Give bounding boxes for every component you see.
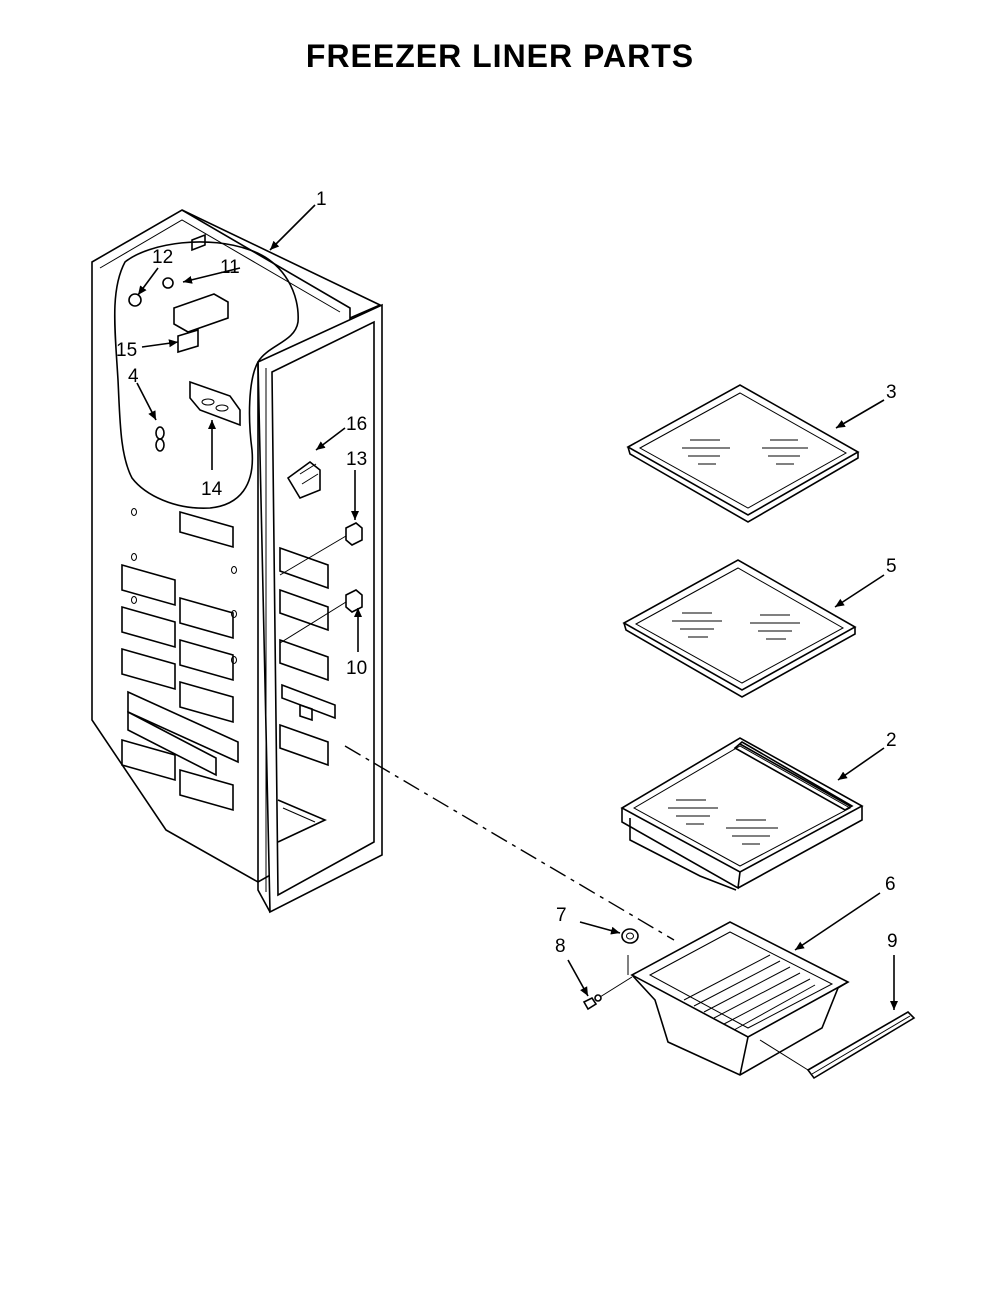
callout-16: 16 [346,414,367,435]
callout-3: 3 [886,382,897,403]
page-title: FREEZER LINER PARTS [305,38,695,74]
roller-7 [621,928,639,944]
callout-1: 1 [316,189,327,210]
glass-shelf-5 [622,559,857,698]
callout-7: 7 [556,905,567,926]
drawer-6 [627,921,850,1076]
callout-5: 5 [886,556,897,577]
callout-9: 9 [887,931,898,952]
callout-12: 12 [152,247,173,268]
leader-lines [136,204,898,1010]
callout-8: 8 [555,936,566,957]
callout-labels: 1 3 5 2 6 9 7 8 12 11 15 4 14 16 13 10 [116,189,898,957]
screw-8 [582,976,633,1011]
callout-15: 15 [116,340,137,361]
freezer-liner [91,209,383,914]
glass-shelf-3 [626,384,860,523]
shelf-assembly-2 [620,737,864,891]
callout-11: 11 [220,257,240,278]
callout-14: 14 [201,479,223,500]
callout-6: 6 [885,874,896,895]
callout-10: 10 [346,658,367,679]
alignment-dash-line [344,745,675,941]
callout-4: 4 [128,366,139,387]
callout-2: 2 [886,730,897,751]
callout-13: 13 [346,449,367,470]
rail-9 [759,1010,916,1080]
